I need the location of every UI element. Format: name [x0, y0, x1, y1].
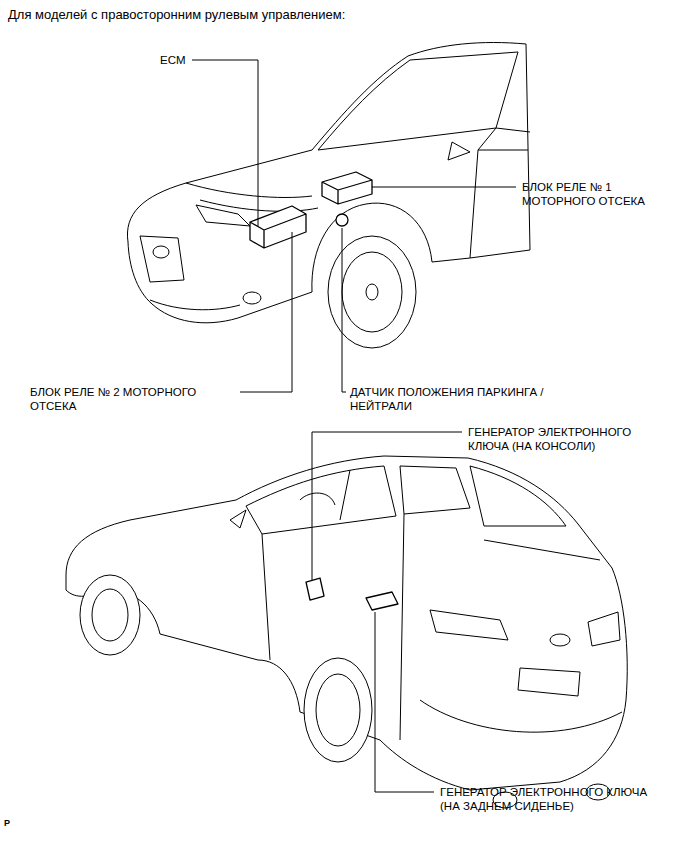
interior — [300, 470, 350, 520]
part-label: БЛОК РЕЛЕ № 1 МОТОРНОГО ОТСЕКА — [522, 180, 647, 209]
leader-line — [312, 432, 462, 580]
page-letter: P — [4, 818, 10, 829]
diagram-title: Для моделей с правосторонним рулевым упр… — [8, 7, 345, 23]
leader-line — [240, 232, 292, 392]
side-window — [400, 466, 470, 514]
part-label: ГЕНЕРАТОР ЭЛЕКТРОННОГО КЛЮЧА (НА КОНСОЛИ… — [468, 425, 634, 454]
key-generator — [366, 592, 398, 610]
windshield — [318, 52, 518, 150]
wheel — [304, 658, 372, 762]
wheel — [316, 674, 360, 746]
license-plate — [518, 668, 580, 696]
sensor — [336, 214, 348, 226]
taillight — [588, 612, 620, 646]
key-generator — [306, 578, 324, 600]
part-label: ДАТЧИК ПОЛОЖЕНИЯ ПАРКИНГА / НЕЙТРАЛИ — [350, 385, 546, 414]
part-label: БЛОК РЕЛЕ № 2 МОТОРНОГО ОТСЕКА — [30, 385, 199, 414]
bumper — [150, 300, 240, 310]
relay-block — [322, 172, 372, 204]
leader-line — [372, 187, 516, 188]
body-line — [470, 128, 530, 258]
side-window — [246, 466, 396, 534]
car-body — [66, 456, 627, 790]
leader-line — [192, 60, 258, 226]
wheel — [342, 252, 402, 332]
mirror — [448, 142, 470, 160]
part-label: ECM — [160, 53, 186, 67]
wheel — [92, 589, 128, 641]
grille — [140, 236, 184, 282]
part-label: ГЕНЕРАТОР ЭЛЕКТРОННОГО КЛЮЧА (НА ЗАДНЕМ … — [440, 785, 650, 814]
taillight — [430, 610, 508, 640]
leader-line — [342, 228, 346, 392]
wheel — [366, 284, 378, 300]
bumper — [420, 700, 622, 732]
headlight — [196, 205, 250, 226]
wheel — [328, 236, 416, 348]
mirror — [230, 510, 246, 528]
logo — [153, 246, 169, 258]
rear-window — [470, 466, 566, 526]
logo — [550, 634, 570, 646]
leader-line — [375, 612, 434, 792]
fog-light — [243, 292, 261, 304]
wheel — [80, 575, 140, 655]
trunk-line — [484, 540, 600, 560]
